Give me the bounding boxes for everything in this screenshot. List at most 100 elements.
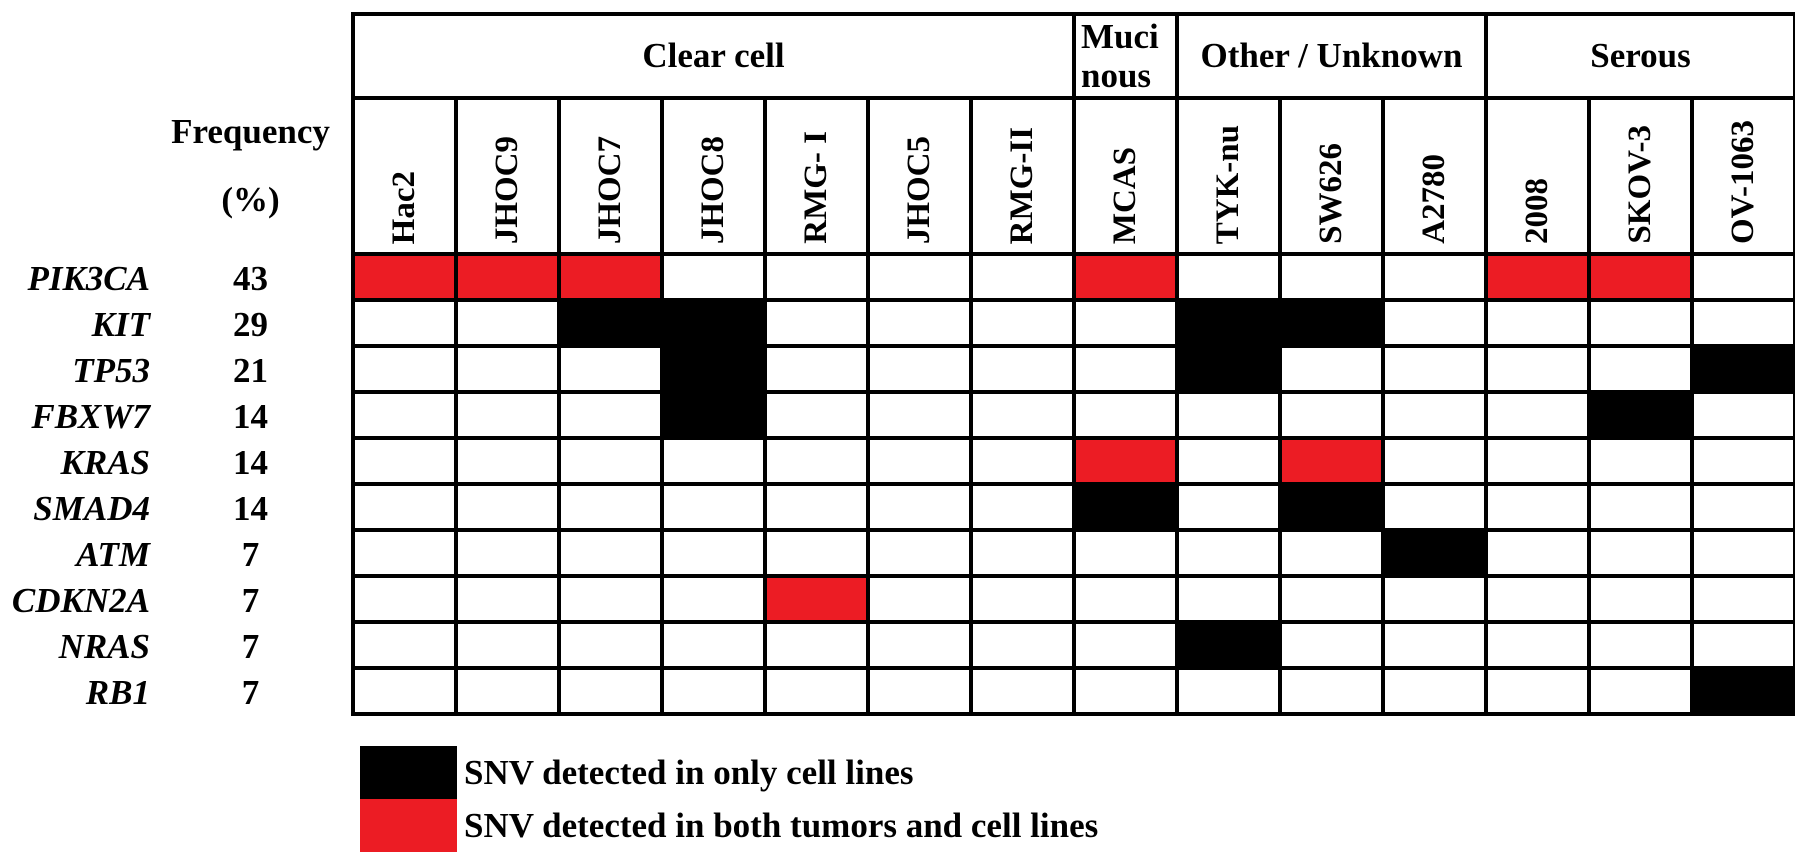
matrix-cell-SMAD4-TYK-nu [1179,486,1278,528]
matrix-cell-NRAS-OV-1063 [1694,624,1793,666]
matrix-cell-KIT-SKOV-3 [1591,302,1690,344]
matrix-cell-CDKN2A-OV-1063 [1694,578,1793,620]
matrix-cell-TP53-A2780 [1385,348,1484,390]
matrix-cell-TP53-JHOC9 [458,348,557,390]
matrix-cell-KRAS-MCAS [1076,440,1175,482]
matrix-cell-PIK3CA-2008 [1488,256,1587,298]
matrix-cell-KIT-2008 [1488,302,1587,344]
matrix-cell-ATM-RMG-II [973,532,1072,574]
matrix-cell-SMAD4-RMG-II [973,486,1072,528]
matrix-cell-KIT-JHOC7 [561,302,660,344]
column-header-hac2: Hac2 [355,100,454,252]
matrix-cell-NRAS-RMG- I [767,624,866,666]
matrix-cell-TP53-JHOC7 [561,348,660,390]
column-header-label: RMG-II [1004,126,1040,244]
column-header-label: JHOC9 [489,135,525,244]
matrix-cell-KIT-JHOC9 [458,302,557,344]
matrix-cell-SMAD4-A2780 [1385,486,1484,528]
group-header-label: Serous [1590,36,1691,75]
matrix-cell-CDKN2A-Hac2 [355,578,454,620]
matrix-cell-NRAS-JHOC9 [458,624,557,666]
frequency-value: 7 [241,673,260,712]
gene-label: CDKN2A [11,581,150,620]
frequency-header-line2: (%) [221,180,280,219]
matrix-cell-FBXW7-SKOV-3 [1591,394,1690,436]
matrix-cell-TP53-SW626 [1282,348,1381,390]
matrix-cell-CDKN2A-RMG-II [973,578,1072,620]
matrix-cell-KIT-OV-1063 [1694,302,1793,344]
matrix-cell-RB1-OV-1063 [1694,670,1793,712]
matrix-cell-ATM-2008 [1488,532,1587,574]
matrix-cell-NRAS-Hac2 [355,624,454,666]
matrix-cell-TP53-OV-1063 [1694,348,1793,390]
frequency-value: 14 [233,397,268,436]
matrix-cell-FBXW7-2008 [1488,394,1587,436]
gene-row-RB1: RB1 7 [0,670,351,716]
gene-row-KIT: KIT 29 [0,302,351,348]
column-header-ov-1063: OV-1063 [1694,100,1793,252]
matrix-cell-ATM-JHOC7 [561,532,660,574]
frequency-value: 29 [233,305,268,344]
column-header-skov-3: SKOV-3 [1591,100,1690,252]
matrix-cell-FBXW7-JHOC8 [664,394,763,436]
gene-label: RB1 [85,673,150,712]
group-header-label: Other / Unknown [1200,36,1463,75]
column-header-jhoc9: JHOC9 [458,100,557,252]
matrix-cell-NRAS-JHOC5 [870,624,969,666]
matrix-cell-RB1-Hac2 [355,670,454,712]
matrix-cell-KIT-RMG-II [973,302,1072,344]
matrix-cell-KIT-SW626 [1282,302,1381,344]
column-header-label: JHOC8 [695,135,731,244]
matrix-cell-KIT-JHOC5 [870,302,969,344]
matrix-cell-ATM-SKOV-3 [1591,532,1690,574]
matrix-cell-CDKN2A-SW626 [1282,578,1381,620]
matrix-cell-TP53-2008 [1488,348,1587,390]
matrix-cell-TP53-RMG- I [767,348,866,390]
matrix-cell-KRAS-RMG- I [767,440,866,482]
matrix-cell-FBXW7-OV-1063 [1694,394,1793,436]
matrix-cell-PIK3CA-A2780 [1385,256,1484,298]
matrix-cell-RB1-JHOC5 [870,670,969,712]
matrix-cell-PIK3CA-JHOC7 [561,256,660,298]
gene-label: KIT [91,305,150,344]
column-header-label: MCAS [1107,146,1143,244]
matrix-cell-FBXW7-TYK-nu [1179,394,1278,436]
frequency-value: 43 [233,259,268,298]
matrix-cell-KRAS-Hac2 [355,440,454,482]
column-header-label: JHOC7 [592,135,628,244]
matrix-cell-PIK3CA-JHOC9 [458,256,557,298]
matrix-cell-RB1-JHOC8 [664,670,763,712]
matrix-cell-KRAS-SKOV-3 [1591,440,1690,482]
matrix-cell-KRAS-2008 [1488,440,1587,482]
matrix-cell-TP53-JHOC8 [664,348,763,390]
matrix-cell-CDKN2A-JHOC8 [664,578,763,620]
legend-label-cell_line_only: SNV detected in only cell lines [464,752,914,792]
matrix-cell-FBXW7-JHOC9 [458,394,557,436]
legend-swatch-cell_line_only [360,746,457,799]
matrix-cell-PIK3CA-JHOC5 [870,256,969,298]
column-header-mcas: MCAS [1076,100,1175,252]
matrix-cell-PIK3CA-Hac2 [355,256,454,298]
matrix-cell-KRAS-JHOC9 [458,440,557,482]
matrix-cell-ATM-Hac2 [355,532,454,574]
matrix-cell-RB1-2008 [1488,670,1587,712]
column-header-label: A2780 [1416,154,1452,244]
matrix-cell-RB1-SW626 [1282,670,1381,712]
legend-row-cell_line_only: SNV detected in only cell lines [360,746,1795,799]
column-header-a2780: A2780 [1385,100,1484,252]
matrix-cell-ATM-TYK-nu [1179,532,1278,574]
column-header-rmg-i: RMG- I [767,100,866,252]
group-header-other-unknown: Other / Unknown [1179,16,1484,96]
matrix-cell-ATM-SW626 [1282,532,1381,574]
column-header-label: JHOC5 [901,135,937,244]
gene-label: TP53 [72,351,150,390]
matrix-cell-PIK3CA-MCAS [1076,256,1175,298]
column-header-jhoc5: JHOC5 [870,100,969,252]
